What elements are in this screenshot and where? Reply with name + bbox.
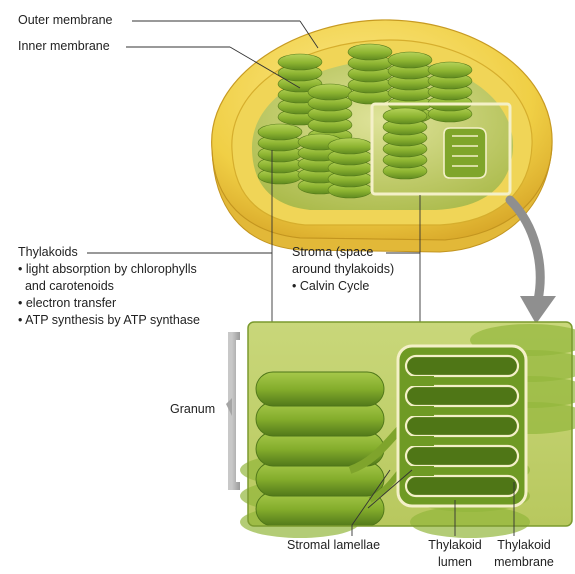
thylakoids-item: • light absorption by chlorophylls: [18, 262, 197, 276]
bottom-leader-lines: [351, 469, 515, 536]
background-disc: [410, 506, 530, 538]
zoomed-panel: [240, 321, 575, 538]
thylakoid-membrane-line: Thylakoid: [497, 538, 551, 552]
leader-lines: [87, 20, 421, 345]
granum-stack-small: [382, 107, 428, 180]
stroma-label: Stroma (space around thylakoids) • Calvi…: [292, 244, 394, 295]
thylakoid-lumen-space: [404, 354, 520, 378]
thylakoid-disc: [347, 43, 393, 61]
thylakoid-lumen-space: [404, 474, 520, 498]
top-grana-stacks: [257, 43, 487, 199]
granum-disc: [255, 401, 385, 437]
thylakoid-lumen-space: [404, 444, 520, 468]
thylakoid-disc: [277, 53, 323, 71]
thylakoid-disc: [307, 83, 353, 101]
thylakoid-membrane-line: membrane: [494, 555, 554, 569]
granum-text: Granum: [170, 402, 216, 416]
thylakoid-disc: [387, 51, 433, 69]
thylakoid-membrane-label: Thylakoid membrane: [488, 537, 560, 571]
granum-label: Granum: [170, 401, 215, 418]
thylakoid-lumen-line: Thylakoid: [428, 538, 482, 552]
thylakoid-lumen-line: lumen: [437, 555, 473, 569]
stromal-lamellae-label: Stromal lamellae: [287, 537, 380, 554]
chloroplast-cutaway: [211, 19, 553, 253]
thylakoids-title: Thylakoids: [18, 245, 78, 259]
thylakoids-label: Thylakoids • light absorption by chlorop…: [18, 244, 200, 329]
thylakoid-lumen-space: [404, 414, 520, 438]
stroma-line: • Calvin Cycle: [292, 279, 370, 293]
thylakoid-lumen-space: [404, 384, 520, 408]
granum-stack-small: [427, 61, 473, 123]
granum-stack-small: [257, 123, 303, 185]
thylakoids-item: and carotenoids: [18, 279, 114, 293]
granum-stack-small: [347, 43, 393, 105]
granum-disc: [255, 491, 385, 527]
stroma-line: Stroma (space: [292, 245, 374, 259]
zoom-arrow: [505, 195, 556, 324]
zoom-highlight-box: [370, 102, 512, 196]
thylakoid-disc: [327, 137, 373, 155]
granum-stack-small: [327, 137, 373, 199]
outer-membrane-label: Outer membrane: [18, 12, 112, 29]
thylakoid-cross-section: [396, 344, 528, 508]
cut-rim: [211, 144, 553, 253]
thylakoid-lumen-label: Thylakoid lumen: [424, 537, 486, 571]
thylakoid-disc: [257, 123, 303, 141]
folded-thylakoid-small: [443, 127, 487, 179]
thylakoid-disc: [427, 61, 473, 79]
thylakoid-disc: [382, 107, 428, 125]
stroma-line: around thylakoids): [292, 262, 395, 276]
outer-membrane-text: Outer membrane: [18, 13, 113, 27]
inner-membrane-label: Inner membrane: [18, 38, 110, 55]
inner-membrane-text: Inner membrane: [18, 39, 110, 53]
thylakoids-item: • electron transfer: [18, 296, 117, 310]
granum-bracket: [226, 332, 240, 490]
stromal-lamellae-text: Stromal lamellae: [287, 538, 381, 552]
granum-disc: [255, 371, 385, 407]
thylakoids-item: • ATP synthesis by ATP synthase: [18, 313, 201, 327]
